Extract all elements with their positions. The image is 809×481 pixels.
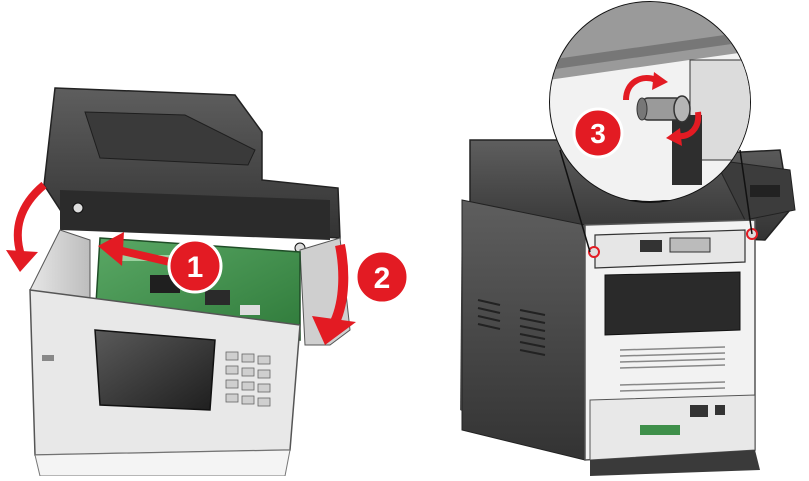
touch-screen xyxy=(94,329,216,411)
step-badge-3: 3 xyxy=(572,107,624,159)
document-feeder xyxy=(84,111,256,166)
keypad xyxy=(225,351,271,407)
callout-lines xyxy=(559,149,753,253)
step-badge-1: 1 xyxy=(167,238,223,294)
step-number-1: 1 xyxy=(187,251,204,284)
step-number-3: 3 xyxy=(590,118,606,149)
arrow-icon xyxy=(6,181,47,272)
step-badge-2: 2 xyxy=(354,249,410,305)
printer-front-open xyxy=(29,87,351,477)
zoom-detail xyxy=(549,1,751,203)
step-number-2: 2 xyxy=(374,262,391,295)
arrow-icon xyxy=(98,232,171,266)
thumbscrew-icon xyxy=(636,95,691,123)
arrow-icon xyxy=(312,244,356,345)
side-vents xyxy=(477,299,546,356)
